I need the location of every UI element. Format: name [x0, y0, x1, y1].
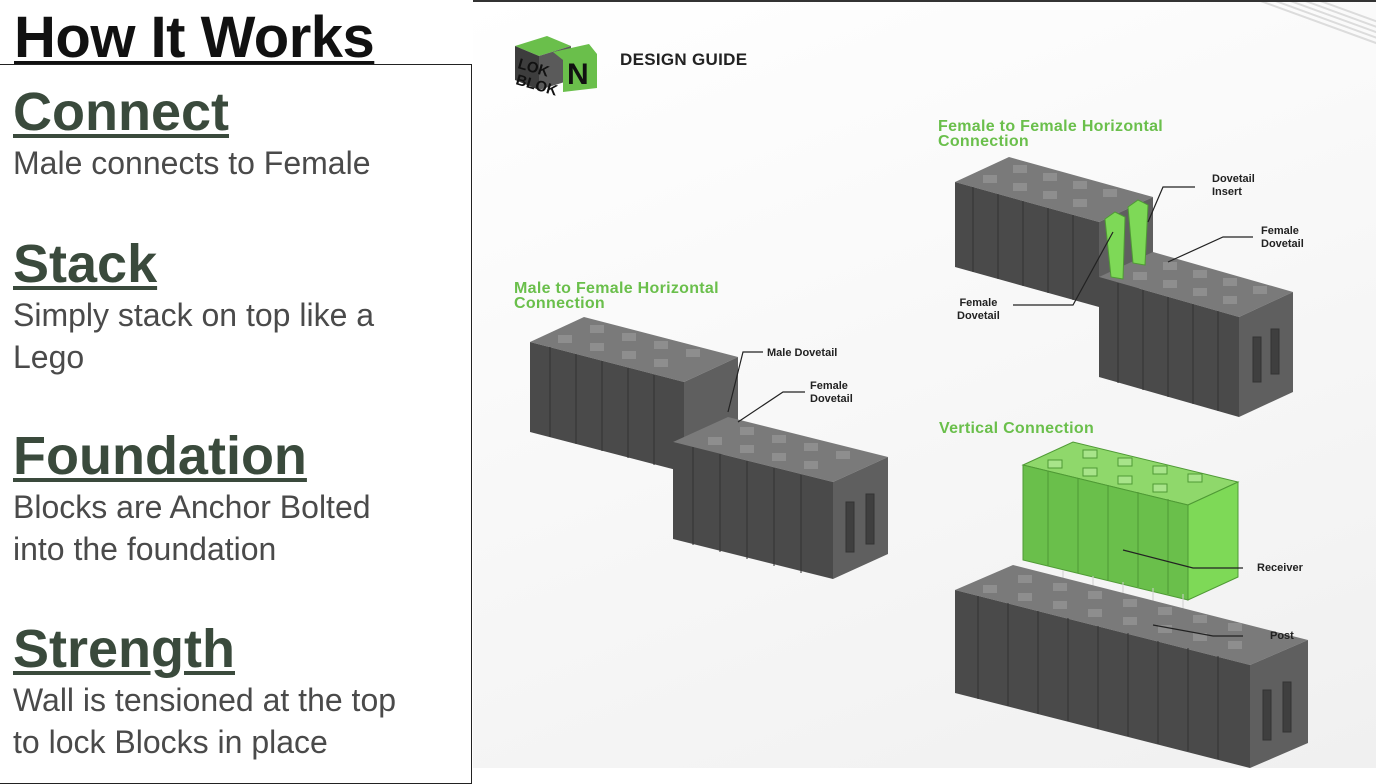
female-female-leader-lines: [1013, 186, 1253, 306]
section-heading: Connect: [13, 82, 229, 142]
label-male-dovetail: Male Dovetail: [767, 347, 838, 359]
vertical-connection-caption: Vertical Connection: [939, 420, 1095, 437]
label-receiver: Receiver: [1257, 562, 1303, 574]
label-female-dovetail-right: Female Dovetail: [1261, 225, 1304, 250]
label-female-dovetail-left: Female Dovetail: [957, 297, 1000, 322]
female-female-caption: Female to Female Horizontal Connection: [938, 118, 1164, 150]
male-female-connection-diagram: [530, 317, 888, 579]
section-strength: Strength Wall is tensioned at the top to…: [13, 619, 396, 763]
label-post: Post: [1270, 630, 1294, 642]
section-stack: Stack Simply stack on top like a Lego: [13, 234, 374, 378]
section-heading: Stack: [13, 234, 158, 294]
page-title: How It Works: [14, 5, 375, 70]
section-body-line: Male connects to Female: [13, 145, 371, 181]
label-female-dovetail: Female Dovetail: [810, 380, 853, 405]
section-body-line: to lock Blocks in place: [13, 724, 328, 760]
section-body-line: Wall is tensioned at the top: [13, 682, 397, 718]
svg-text:N: N: [567, 58, 589, 91]
design-guide-image: LOK BLOK N DESIGN GUIDE Female to Female…: [473, 0, 1376, 768]
section-body-line: into the foundation: [13, 531, 277, 567]
how-it-works-panel: [0, 64, 472, 784]
design-guide-header: DESIGN GUIDE: [620, 50, 748, 69]
vertical-connection-diagram: [955, 441, 1308, 768]
male-female-leader-lines: [727, 351, 805, 423]
section-heading: Foundation: [13, 426, 307, 486]
section-body-line: Lego: [13, 339, 85, 375]
section-body-line: Blocks are Anchor Bolted: [13, 489, 371, 525]
lokblok-logo: LOK BLOK N: [514, 36, 597, 96]
male-female-caption: Male to Female Horizontal Connection: [514, 280, 719, 312]
label-dovetail-insert: Dovetail Insert: [1212, 173, 1255, 198]
section-heading: Strength: [13, 619, 235, 679]
section-foundation: Foundation Blocks are Anchor Bolted into…: [13, 426, 371, 570]
section-connect: Connect Male connects to Female: [13, 82, 371, 184]
section-body-line: Simply stack on top like a: [13, 297, 375, 333]
female-female-connection-diagram: [955, 157, 1293, 417]
decorative-streaks: [1016, 2, 1376, 112]
